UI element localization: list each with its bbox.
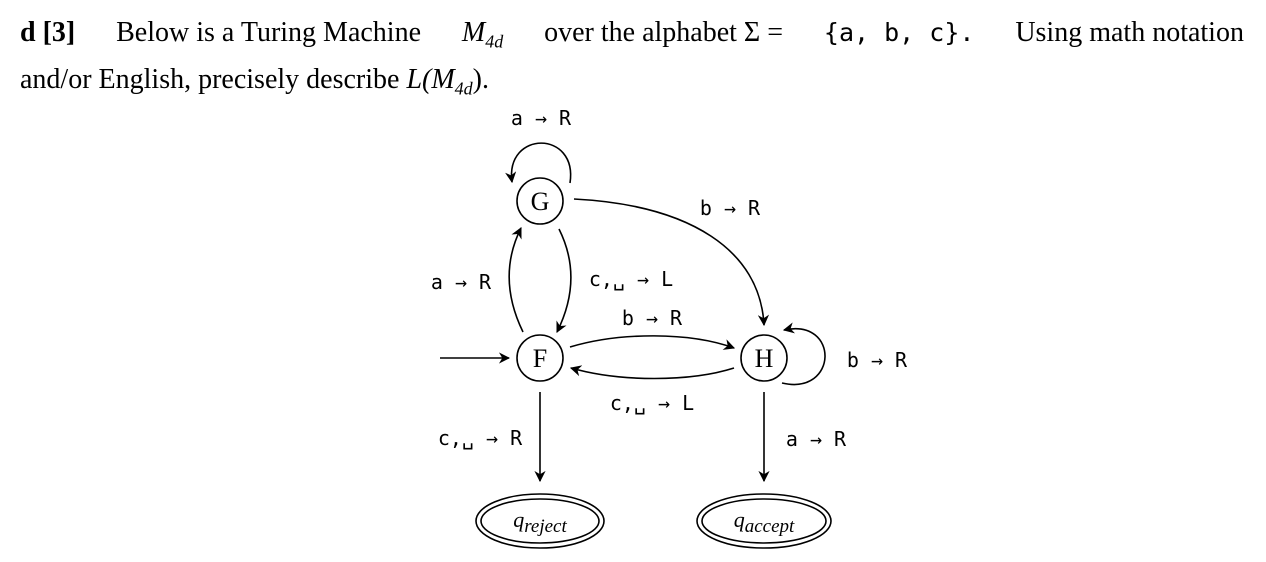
part-letter: d: [20, 17, 36, 48]
problem-line-1: d [3] Below is a Turing Machine M4d over…: [20, 14, 1244, 61]
label-g-to-h: b → R: [700, 196, 761, 220]
label-g-to-f: c,␣ → L: [589, 267, 673, 291]
state-reject: qreject: [475, 493, 605, 549]
problem-statement: d [3] Below is a Turing Machine M4d over…: [20, 14, 1244, 107]
state-g-label: G: [531, 187, 550, 216]
label-h-to-f: c,␣ → L: [610, 391, 694, 415]
state-g: G: [516, 177, 564, 225]
edge-h-loop: [781, 322, 826, 386]
state-f-label: F: [533, 344, 547, 373]
label-g-loop: a → R: [511, 106, 572, 130]
problem-text-4: and/or English, precisely describe: [20, 63, 400, 95]
problem-text-2: over the alphabet Σ =: [544, 17, 784, 48]
label-f-to-reject: c,␣ → R: [438, 426, 523, 450]
machine-name: M4d: [461, 17, 504, 52]
state-accept-label: qaccept: [734, 507, 795, 537]
state-h-label: H: [755, 344, 774, 373]
edge-f-to-h: [569, 335, 736, 350]
state-accept: qaccept: [696, 493, 832, 549]
label-f-to-h: b → R: [622, 306, 683, 330]
edge-g-to-h: [573, 198, 770, 327]
edge-h-to-f: [569, 365, 735, 380]
label-h-to-accept: a → R: [786, 427, 847, 451]
label-f-to-g: a → R: [431, 270, 492, 294]
edge-g-to-f: [556, 228, 572, 334]
state-h: H: [740, 334, 788, 382]
label-h-loop: b → R: [847, 348, 908, 372]
language-expression: L(M4d).: [406, 63, 489, 99]
state-f: F: [516, 334, 564, 382]
edge-f-to-g: [508, 226, 524, 333]
state-reject-label: qreject: [513, 507, 567, 537]
problem-text-1: Below is a Turing Machine: [116, 17, 422, 48]
problem-line-2: and/or English, precisely describe L(M4d…: [20, 61, 1244, 108]
alphabet-set: {a, b, c}.: [823, 18, 975, 47]
points: [3]: [42, 17, 76, 48]
edge-g-loop: [505, 142, 572, 184]
part-label: d [3]: [20, 14, 75, 61]
problem-text-3: Using math notation: [1015, 17, 1244, 48]
